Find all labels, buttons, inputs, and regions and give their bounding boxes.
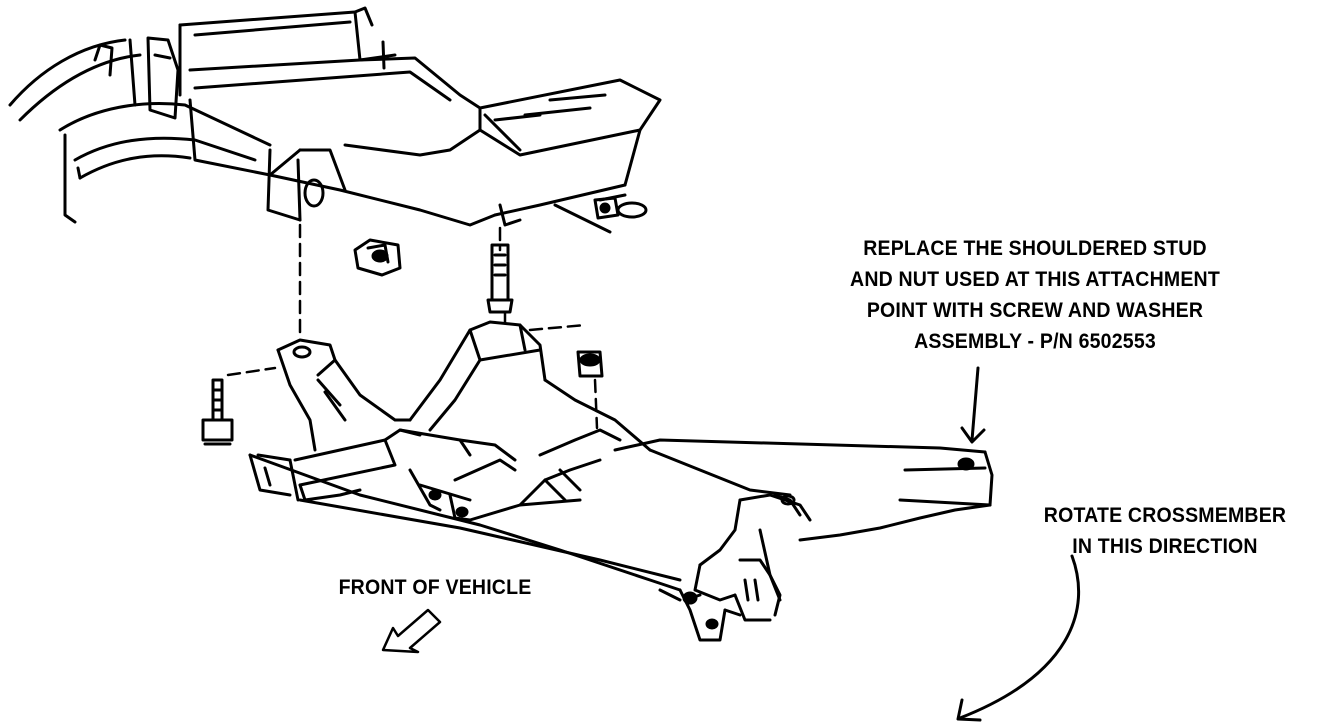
attachment-point-arrow <box>960 366 986 444</box>
rotate-note-line-2: IN THIS DIRECTION <box>1072 535 1258 558</box>
front-of-vehicle-arrow <box>381 608 442 654</box>
rotate-direction-arrow <box>956 554 1081 722</box>
replace-note-line-4: ASSEMBLY - P/N 6502553 <box>914 330 1156 353</box>
body-frame-rail <box>8 6 662 277</box>
crossmember <box>248 320 994 642</box>
replace-stud-instruction: REPLACE THE SHOULDERED STUD AND NUT USED… <box>789 233 1282 357</box>
cage-nut-left <box>353 238 402 277</box>
shouldered-stud <box>486 243 514 314</box>
screw-bolt-left <box>201 378 234 446</box>
replace-note-line-3: POINT WITH SCREW AND WASHER <box>866 299 1204 322</box>
replace-note-line-2: AND NUT USED AT THIS ATTACHMENT <box>850 268 1220 291</box>
front-of-vehicle-label: FRONT OF VEHICLE <box>338 576 532 599</box>
rotate-note-line-1: ROTATE CROSSMEMBER <box>1043 504 1287 527</box>
nut-crossmember-right <box>576 350 604 378</box>
replace-note-line-1: REPLACE THE SHOULDERED STUD <box>863 237 1207 260</box>
nut-upper-right <box>593 196 648 220</box>
alignment-lines <box>226 223 599 430</box>
rotate-crossmember-label: ROTATE CROSSMEMBER IN THIS DIRECTION <box>1002 500 1328 562</box>
